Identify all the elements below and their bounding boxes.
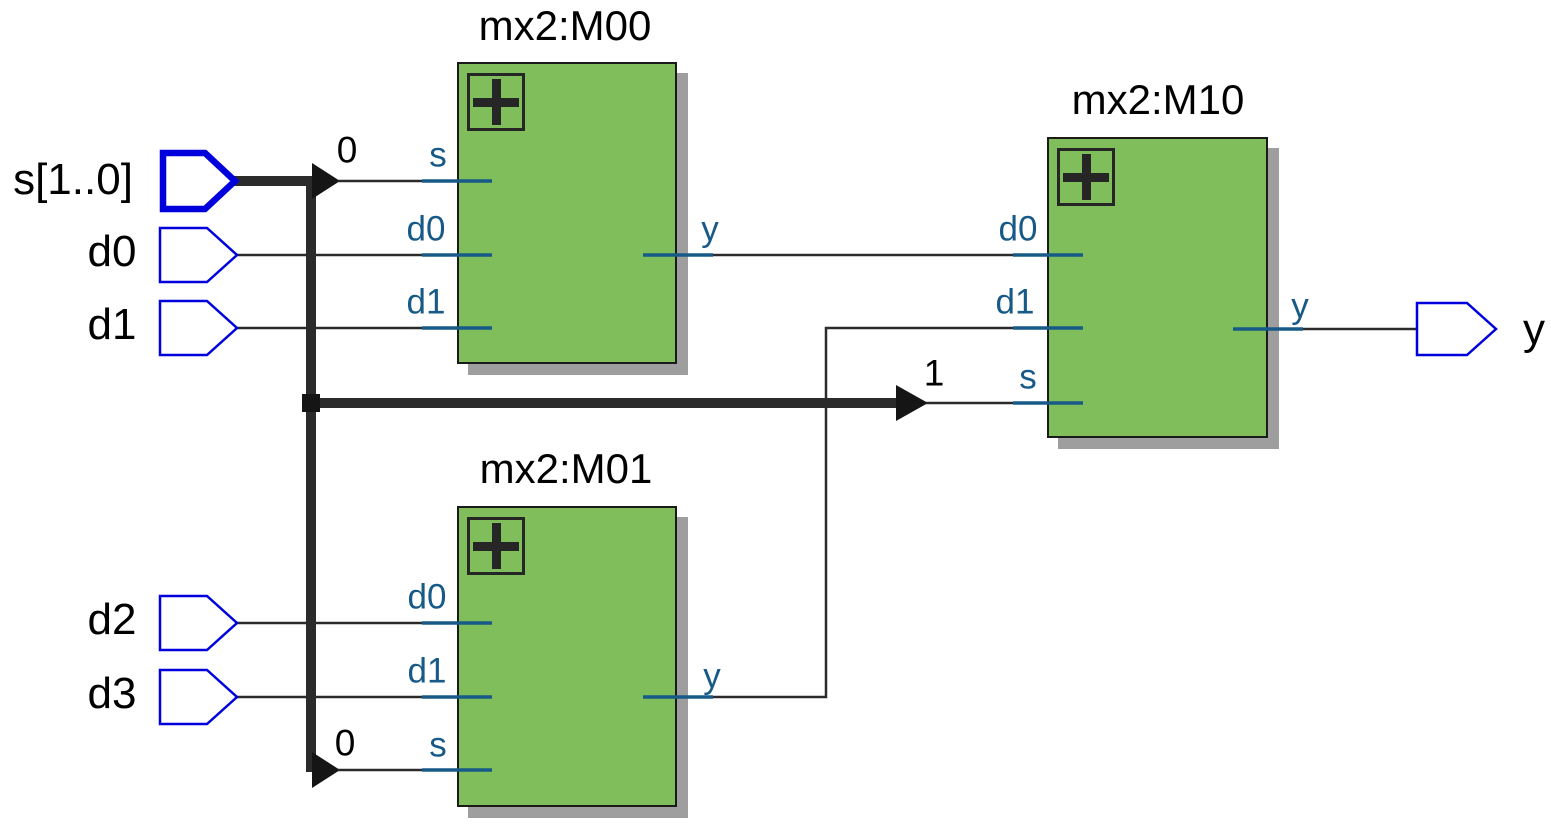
port-label-d1: d1 <box>87 300 137 349</box>
port-label-y-output: y <box>1523 305 1545 354</box>
net-s-bus[interactable] <box>233 163 928 788</box>
block-mx2-m01[interactable] <box>457 506 677 807</box>
bus-tap-arrow-m00-s <box>312 163 340 199</box>
bus-junction-dot <box>302 394 320 412</box>
pin-label-m01-y: y <box>703 656 721 696</box>
pin-label-m10-d0: d0 <box>998 209 1038 249</box>
pin-label-m10-d1: d1 <box>995 282 1035 322</box>
pin-label-m00-y: y <box>701 209 719 249</box>
pin-label-m01-d1: d1 <box>407 651 447 691</box>
input-port-d2[interactable] <box>158 594 239 652</box>
port-label-d3: d3 <box>87 669 137 718</box>
plus-vertical-bar <box>491 523 501 569</box>
port-label-s-bus: s[1..0] <box>13 155 133 204</box>
bus-tap-label-m10-s: 1 <box>923 352 945 394</box>
input-port-s-bus[interactable] <box>159 149 240 213</box>
bus-tap-arrow-m10-s <box>896 385 928 421</box>
bus-tap-label-m01-s: 0 <box>334 722 356 764</box>
pin-label-m00-s: s <box>429 135 447 175</box>
input-port-d0[interactable] <box>158 226 239 284</box>
input-port-d3[interactable] <box>158 668 239 726</box>
port-label-d2: d2 <box>87 595 137 644</box>
output-port-y[interactable] <box>1415 301 1498 357</box>
pin-label-m10-y: y <box>1291 286 1309 326</box>
plus-vertical-bar <box>491 79 501 125</box>
expand-plus-icon[interactable] <box>467 73 525 131</box>
net-m01y-to-m10d1[interactable] <box>677 326 1047 699</box>
block-title-m00: mx2:M00 <box>478 2 652 49</box>
block-title-m01: mx2:M01 <box>479 445 653 492</box>
pin-label-m01-s: s <box>429 725 447 765</box>
pin-label-m00-d1: d1 <box>406 282 446 322</box>
bus-tap-label-m00-s: 0 <box>336 129 358 171</box>
plus-vertical-bar <box>1081 154 1091 200</box>
port-label-d0: d0 <box>87 227 137 276</box>
expand-plus-icon[interactable] <box>1057 148 1115 206</box>
expand-plus-icon[interactable] <box>467 517 525 575</box>
pin-label-m00-d0: d0 <box>406 209 446 249</box>
pin-label-m10-s: s <box>1019 357 1037 397</box>
pin-label-m01-d0: d0 <box>407 577 447 617</box>
input-port-d1[interactable] <box>158 299 239 357</box>
bus-tap-arrow-m01-s <box>312 752 340 788</box>
block-mx2-m10[interactable] <box>1047 137 1268 438</box>
block-title-m10: mx2:M10 <box>1071 76 1245 123</box>
pin-stubs <box>422 179 1303 772</box>
block-mx2-m00[interactable] <box>457 62 677 364</box>
